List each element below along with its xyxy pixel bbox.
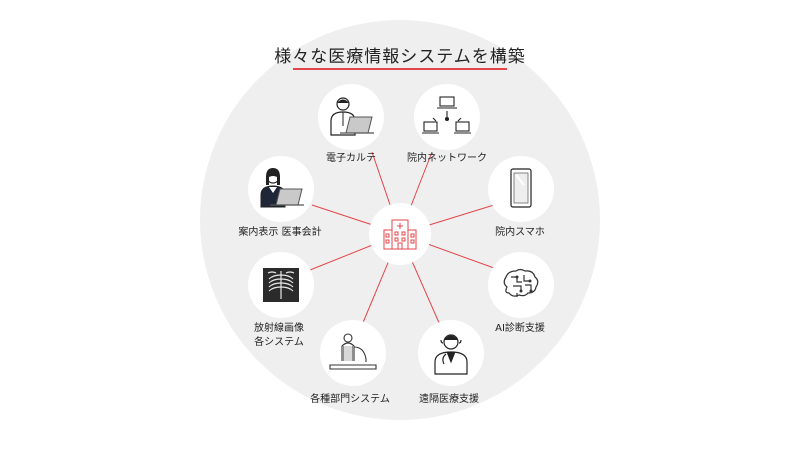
node-remote — [418, 320, 484, 386]
node-label-remote: 遠隔医療支援 — [419, 394, 479, 405]
node-smartphone — [488, 156, 554, 222]
receptionist-laptop-icon — [260, 168, 304, 208]
diagram-title: 様々な医療情報システムを構築 — [274, 47, 526, 67]
node-label-smartphone: 院内スマホ — [495, 227, 545, 238]
node-label-radiology-line1: 放射線画像 — [254, 323, 304, 334]
node-label-ehr: 電子カルテ — [326, 153, 376, 164]
node-ehr — [318, 84, 384, 150]
node-network — [414, 84, 480, 150]
xray-icon — [263, 268, 299, 302]
node-radiology — [248, 252, 314, 318]
node-department — [320, 320, 386, 386]
node-label-ai: AI診断支援 — [495, 323, 545, 334]
title-underline — [293, 68, 507, 70]
brain-icon — [503, 268, 539, 297]
patient-exam-icon — [329, 333, 377, 370]
center-node — [369, 203, 431, 265]
node-label-department: 各種部門システム — [310, 394, 390, 405]
doctor-headset-icon — [434, 334, 468, 375]
node-label-reception: 案内表示 医事会計 — [238, 227, 322, 238]
hospital-icon — [383, 219, 417, 250]
node-label-radiology-line2: 各システム — [254, 337, 304, 348]
node-reception — [248, 156, 314, 222]
node-ai — [488, 252, 554, 318]
node-label-radiology: 放射線画像 各システム — [254, 322, 304, 350]
smartphone-icon — [510, 168, 532, 208]
network-computers-icon — [422, 96, 471, 134]
doctor-laptop-icon — [330, 97, 374, 136]
node-label-network: 院内ネットワーク — [407, 153, 487, 164]
